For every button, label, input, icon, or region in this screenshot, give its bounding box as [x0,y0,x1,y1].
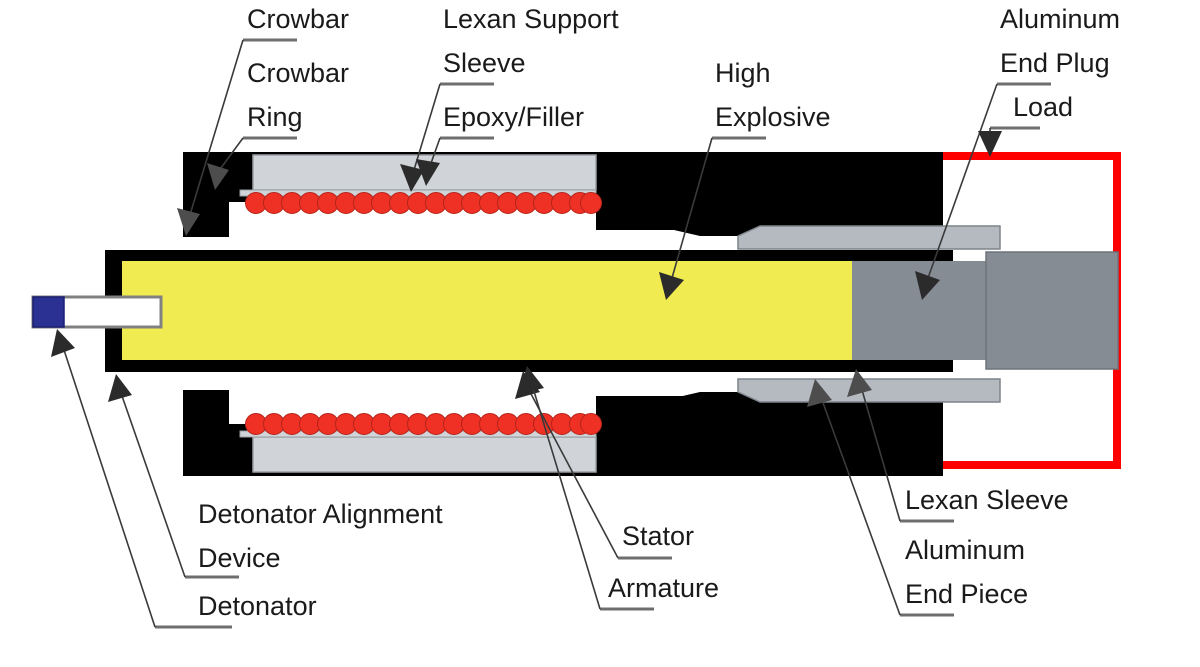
leader-detonator [51,329,232,629]
detonator-alignment-device-arrow-head [108,374,132,402]
stator-coil-upper [245,192,602,214]
leader-lexan-sleeve [847,369,954,523]
lexan-support-sleeve-lower [252,436,597,473]
label-load: Load [1013,92,1073,122]
stator-coil-lower [245,413,602,435]
coil-turn [580,413,602,435]
label-detonator-alignment-device-line1: Detonator Alignment [198,499,443,529]
crowbar-block-lower [183,390,229,476]
aluminum-end-piece-plate-upper [737,225,1001,250]
lexan-support-sleeve-arrow-head [400,164,424,192]
label-lexan-support-sleeve-line1: Lexan Support [443,4,619,34]
label-aluminum-end-piece-line1: Aluminum [905,535,1025,565]
label-epoxy-filler: Epoxy/Filler [443,102,584,132]
label-armature: Armature [608,573,719,603]
leader-crowbar-ring [207,136,297,190]
label-stator: Stator [622,521,694,551]
epoxy-filler-arrow-head [416,159,440,186]
leader-epoxy-filler [416,136,494,186]
label-crowbar: Crowbar [247,4,349,34]
high-explosive-arrow-head [659,272,684,300]
aluminum-end-plug-arrow-head [915,271,940,300]
coil-turn [580,192,602,214]
label-lexan-support-sleeve-line2: Sleeve [443,48,526,78]
label-crowbar-ring-line2: Ring [247,102,303,132]
label-aluminum-end-plug-line2: End Plug [1000,48,1110,78]
high-explosive-core [122,261,852,360]
leader-crowbar [177,38,297,236]
label-detonator-alignment-device-line2: Device [198,543,281,573]
detonator-arrow-head [51,329,75,357]
aluminum-end-plug [852,251,1119,370]
lower-casing-taper [596,392,856,436]
leader-aluminum-end-plug [915,82,1051,300]
lexan-sleeve-arrow-head [847,369,872,397]
label-high-explosive-line1: High [715,58,771,88]
detonator [32,296,65,328]
label-aluminum-end-piece-line2: End Piece [905,579,1028,609]
crowbar-arrow-head [177,208,200,236]
crowbar-ring-arrow-head [207,163,229,190]
label-crowbar-ring-line1: Crowbar [247,58,349,88]
upper-casing-taper [596,192,856,236]
armature-arrow-head [519,366,544,394]
aluminum-end-piece-upper [737,225,1001,250]
high-explosive-fill [122,261,852,360]
leader-load [978,126,1040,157]
label-detonator: Detonator [198,591,317,621]
label-high-explosive-line2: Explosive [715,102,831,132]
load-arrow-head [978,131,1002,157]
aluminum-end-piece-arrow-head [807,379,832,407]
leader-aluminum-end-piece [807,379,954,617]
leader-armature [519,366,654,611]
lexan-support-sleeve-bar-lower [252,436,597,473]
leader-lexan-support-sleeve [400,82,494,192]
leader-high-explosive [659,136,766,300]
leader-detonator-alignment-device [108,374,239,579]
label-lexan-sleeve: Lexan Sleeve [905,485,1069,515]
label-aluminum-end-plug-line1: Aluminum [1000,4,1120,34]
detonator-block [32,296,65,328]
aluminum-end-plug-extension [985,251,1119,370]
